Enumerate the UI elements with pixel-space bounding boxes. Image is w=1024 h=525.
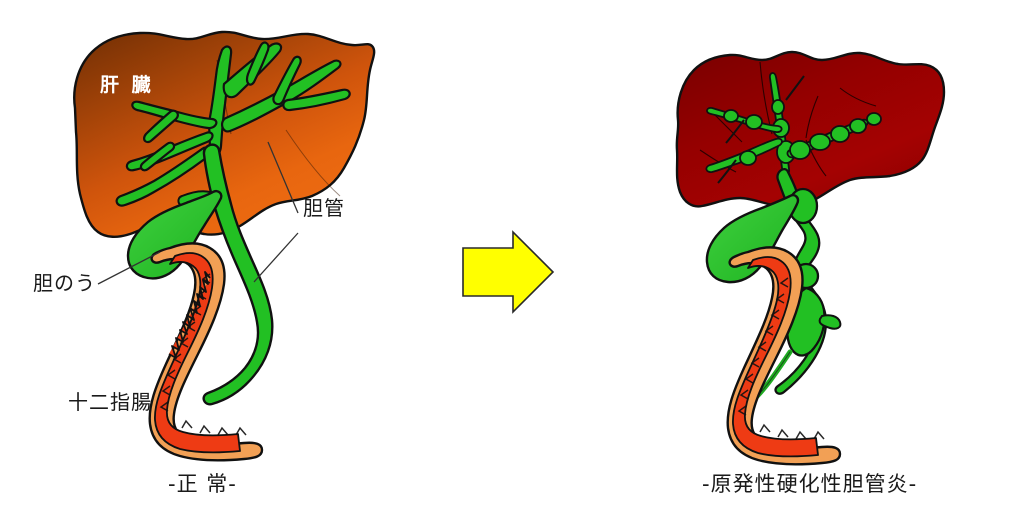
leader-lines-normal (97, 141, 299, 285)
leader-bile-duct-extrahepatic (253, 232, 299, 283)
liver-lobe-line (285, 129, 341, 197)
duct-diverticulum (818, 314, 842, 330)
leader-gallbladder (97, 251, 161, 285)
label-bile-duct: 胆管 (303, 196, 345, 220)
panel-psc (675, 50, 946, 466)
caption-psc: -原発性硬化性胆管炎- (702, 472, 918, 496)
panel-normal (73, 30, 376, 462)
label-liver: 肝 臓 (100, 74, 154, 96)
intrahepatic-ducts-normal (115, 41, 351, 207)
liver-diseased (675, 50, 946, 208)
caption-normal: -正 常- (168, 472, 237, 496)
duodenum-villi-psc (737, 277, 825, 440)
leader-bile-duct-intrahepatic (267, 141, 299, 214)
intrahepatic-ducts-beaded (705, 72, 882, 184)
progression-arrow (462, 230, 555, 314)
label-duodenum: 十二指腸 (68, 390, 152, 414)
duodenum-villi-normal (159, 273, 247, 436)
duodenum-mucosa-psc (732, 256, 819, 458)
label-gallbladder: 胆のう (33, 271, 96, 295)
